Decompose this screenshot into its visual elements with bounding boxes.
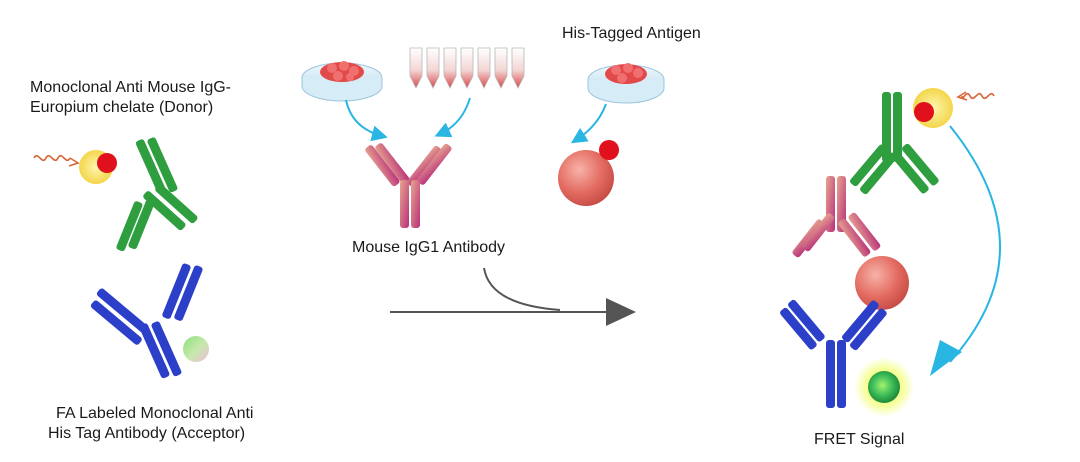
dish-to-antibody-arrow <box>345 99 388 142</box>
fa-label-icon <box>183 336 209 362</box>
complex-acceptor-antibody-icon <box>780 299 887 408</box>
tubes-to-antibody-arrow <box>434 97 471 138</box>
acceptor-label: FA Labeled Monoclonal Anti His Tag Antib… <box>48 404 253 444</box>
his-tagged-antigen-icon <box>558 140 619 206</box>
dish-to-antigen-arrow <box>570 103 607 144</box>
tube-rack-icon <box>409 47 525 89</box>
europium-chelate-icon <box>79 150 117 184</box>
his-antigen-dish-icon <box>587 63 665 104</box>
fret-signal-label: FRET Signal <box>814 431 905 448</box>
acceptor-antibody-icon <box>90 263 203 379</box>
donor-antibody-icon <box>116 137 198 252</box>
energy-transfer-arrow-icon <box>930 125 1001 376</box>
complex-excitation-wave-icon <box>961 92 995 100</box>
reaction-arrow-icon <box>390 267 636 326</box>
complex-mouse-antibody-icon <box>792 176 881 258</box>
donor-label-line2: Europium chelate (Donor) <box>30 99 214 116</box>
excitation-wave-icon <box>33 154 71 162</box>
complex-donor-antibody-icon <box>850 92 939 195</box>
mouse-antibody-label: Mouse IgG1 Antibody <box>352 239 505 256</box>
mouse-igg1-antibody-icon <box>365 143 452 228</box>
donor-label-line1: Monoclonal Anti Mouse IgG- <box>30 79 231 96</box>
acceptor-label-line2: His Tag Antibody (Acceptor) <box>48 425 246 442</box>
petri-dish-icon <box>301 61 383 102</box>
antigen-label: His-Tagged Antigen <box>562 25 701 42</box>
complex-europium-icon <box>913 88 953 128</box>
donor-label: Monoclonal Anti Mouse IgG- Europium chel… <box>30 78 231 118</box>
complex-antigen-icon <box>855 256 909 310</box>
fret-fluorophore-icon <box>854 357 914 417</box>
acceptor-label-line1: FA Labeled Monoclonal Anti <box>56 405 254 422</box>
